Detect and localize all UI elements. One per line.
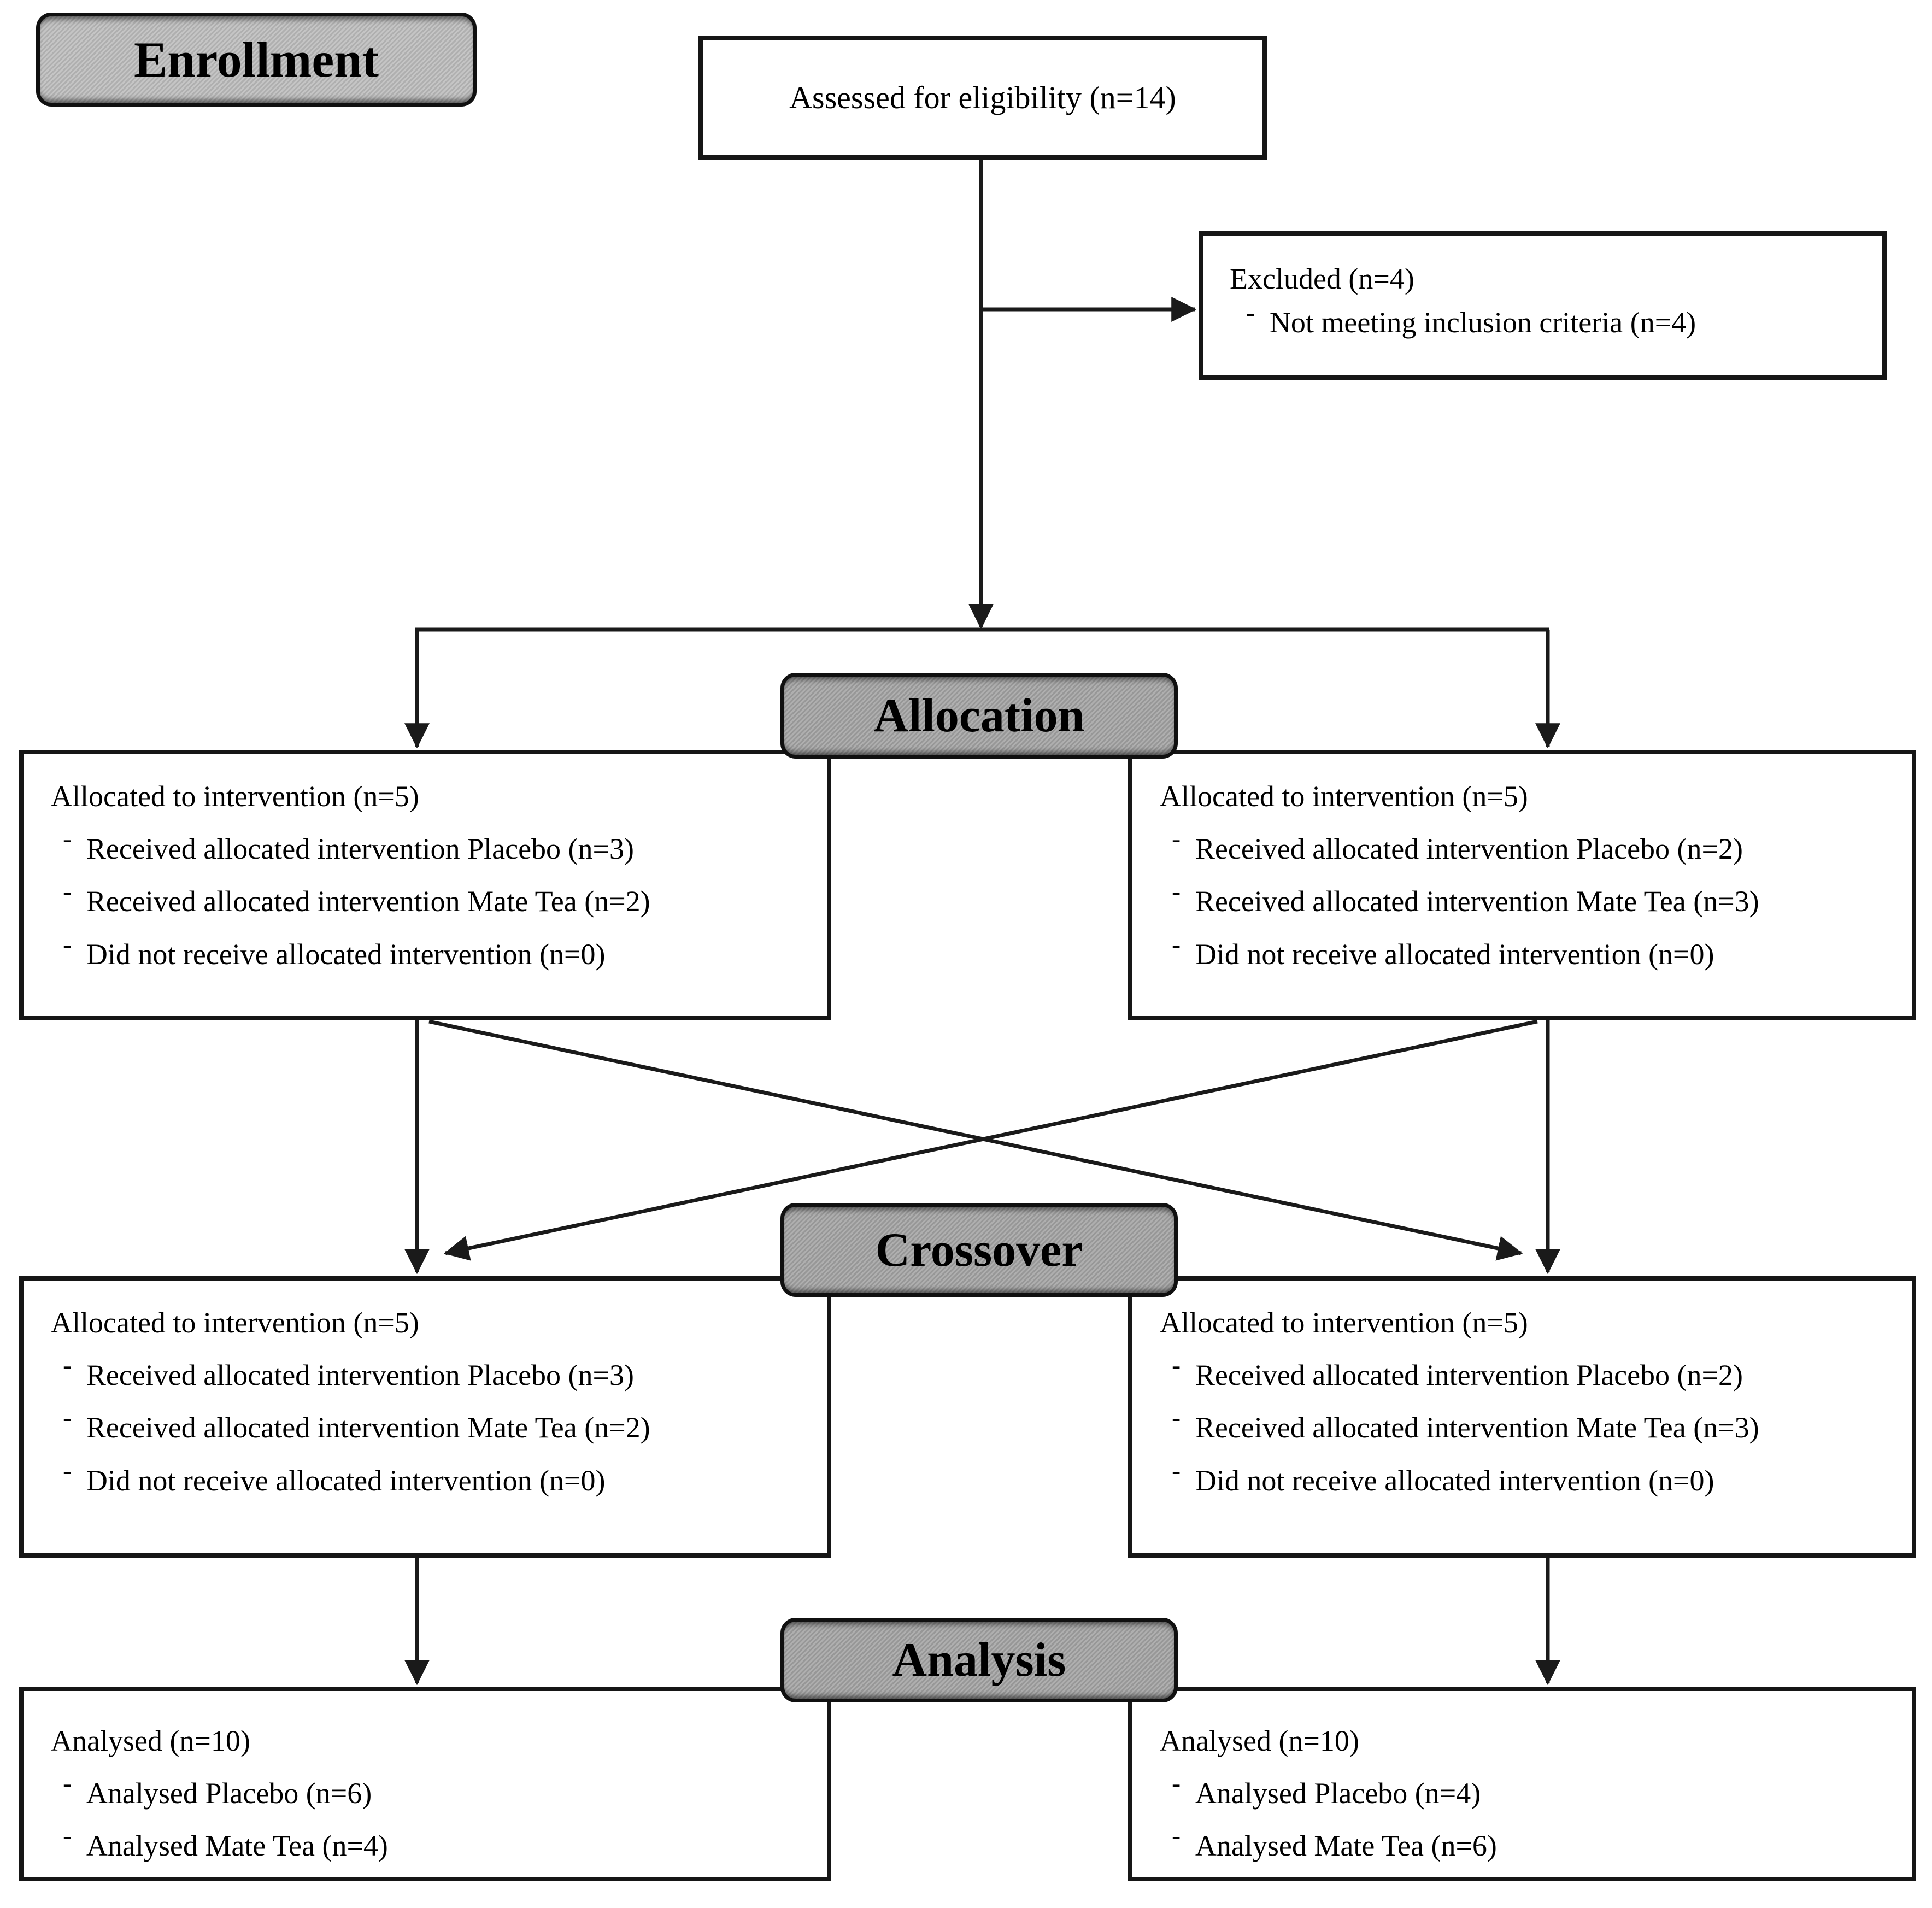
crossover-left-item: Received allocated intervention Placebo … (51, 1356, 816, 1394)
stage-label-analysis: Analysis (780, 1618, 1178, 1702)
stage-label-enrollment: Enrollment (36, 13, 477, 107)
allocation-right-title: Allocated to intervention (n=5) (1160, 780, 1528, 813)
excluded-item: Not meeting inclusion criteria (n=4) (1230, 303, 1871, 342)
crossover-right-item: Did not receive allocated intervention (… (1160, 1461, 1901, 1500)
allocation-left-item: Did not receive allocated intervention (… (51, 935, 816, 973)
analysis-right-item: Analysed Placebo (n=4) (1160, 1774, 1901, 1812)
analysis-right-box: Analysed (n=10) Analysed Placebo (n=4) A… (1128, 1687, 1916, 1881)
stage-label-crossover-text: Crossover (875, 1223, 1083, 1277)
allocation-left-title: Allocated to intervention (n=5) (51, 780, 419, 813)
stage-label-analysis-text: Analysis (892, 1634, 1066, 1687)
allocation-right-item: Received allocated intervention Placebo … (1160, 830, 1901, 868)
stage-label-allocation-text: Allocation (873, 689, 1085, 742)
analysis-left-title: Analysed (n=10) (51, 1724, 250, 1757)
crossover-left-item: Did not receive allocated intervention (… (51, 1461, 816, 1500)
crossover-left-title: Allocated to intervention (n=5) (51, 1306, 419, 1339)
analysis-left-item: Analysed Placebo (n=6) (51, 1774, 816, 1812)
crossover-left-item: Received allocated intervention Mate Tea… (51, 1408, 816, 1447)
crossover-left-box: Allocated to intervention (n=5) Received… (19, 1276, 831, 1558)
eligibility-box: Assessed for eligibility (n=14) (698, 36, 1267, 160)
analysis-left-item: Analysed Mate Tea (n=4) (51, 1827, 816, 1865)
arrow-allocright-to-crossleft-diagonal (443, 1019, 1538, 1261)
crossover-right-item: Received allocated intervention Mate Tea… (1160, 1408, 1901, 1447)
crossover-right-item: Received allocated intervention Placebo … (1160, 1356, 1901, 1394)
crossover-right-box: Allocated to intervention (n=5) Received… (1128, 1276, 1916, 1558)
analysis-left-box: Analysed (n=10) Analysed Placebo (n=6) A… (19, 1687, 831, 1881)
stage-label-allocation: Allocation (780, 673, 1178, 759)
allocation-left-item: Received allocated intervention Placebo … (51, 830, 816, 868)
eligibility-text: Assessed for eligibility (n=14) (789, 79, 1176, 115)
excluded-box: Excluded (n=4) Not meeting inclusion cri… (1199, 231, 1887, 380)
analysis-right-item: Analysed Mate Tea (n=6) (1160, 1827, 1901, 1865)
crossover-right-title: Allocated to intervention (n=5) (1160, 1306, 1528, 1339)
excluded-title: Excluded (n=4) (1230, 262, 1414, 295)
allocation-right-item: Did not receive allocated intervention (… (1160, 935, 1901, 973)
allocation-left-box: Allocated to intervention (n=5) Received… (19, 750, 831, 1020)
stage-label-enrollment-text: Enrollment (133, 32, 379, 87)
arrow-allocleft-to-crossright-diagonal (428, 1019, 1523, 1261)
stage-label-crossover: Crossover (780, 1203, 1178, 1297)
analysis-right-title: Analysed (n=10) (1160, 1724, 1359, 1757)
allocation-left-item: Received allocated intervention Mate Tea… (51, 882, 816, 920)
allocation-right-box: Allocated to intervention (n=5) Received… (1128, 750, 1916, 1020)
allocation-right-item: Received allocated intervention Mate Tea… (1160, 882, 1901, 920)
